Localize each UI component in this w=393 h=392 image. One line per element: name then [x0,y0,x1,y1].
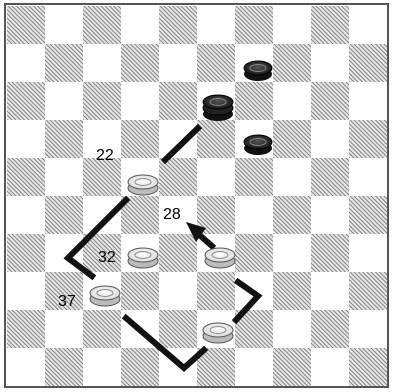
black-king-piece[interactable] [203,95,233,121]
move-line-22-left-down [68,200,126,276]
square-label-32: 32 [98,249,116,266]
square-label-22: 22 [96,147,114,164]
black-piece[interactable] [244,135,272,155]
white-piece-37[interactable] [90,286,120,306]
move-line-37-down [126,318,204,368]
square-label-37: 37 [58,293,76,310]
move-line-right-hook [236,282,258,320]
move-line-22-up [165,128,198,160]
square-label-28: 28 [163,206,181,223]
white-piece[interactable] [205,248,235,268]
white-piece-22[interactable] [128,175,158,195]
black-piece[interactable] [244,61,272,81]
white-piece-32[interactable] [128,248,158,268]
white-piece[interactable] [203,323,233,343]
